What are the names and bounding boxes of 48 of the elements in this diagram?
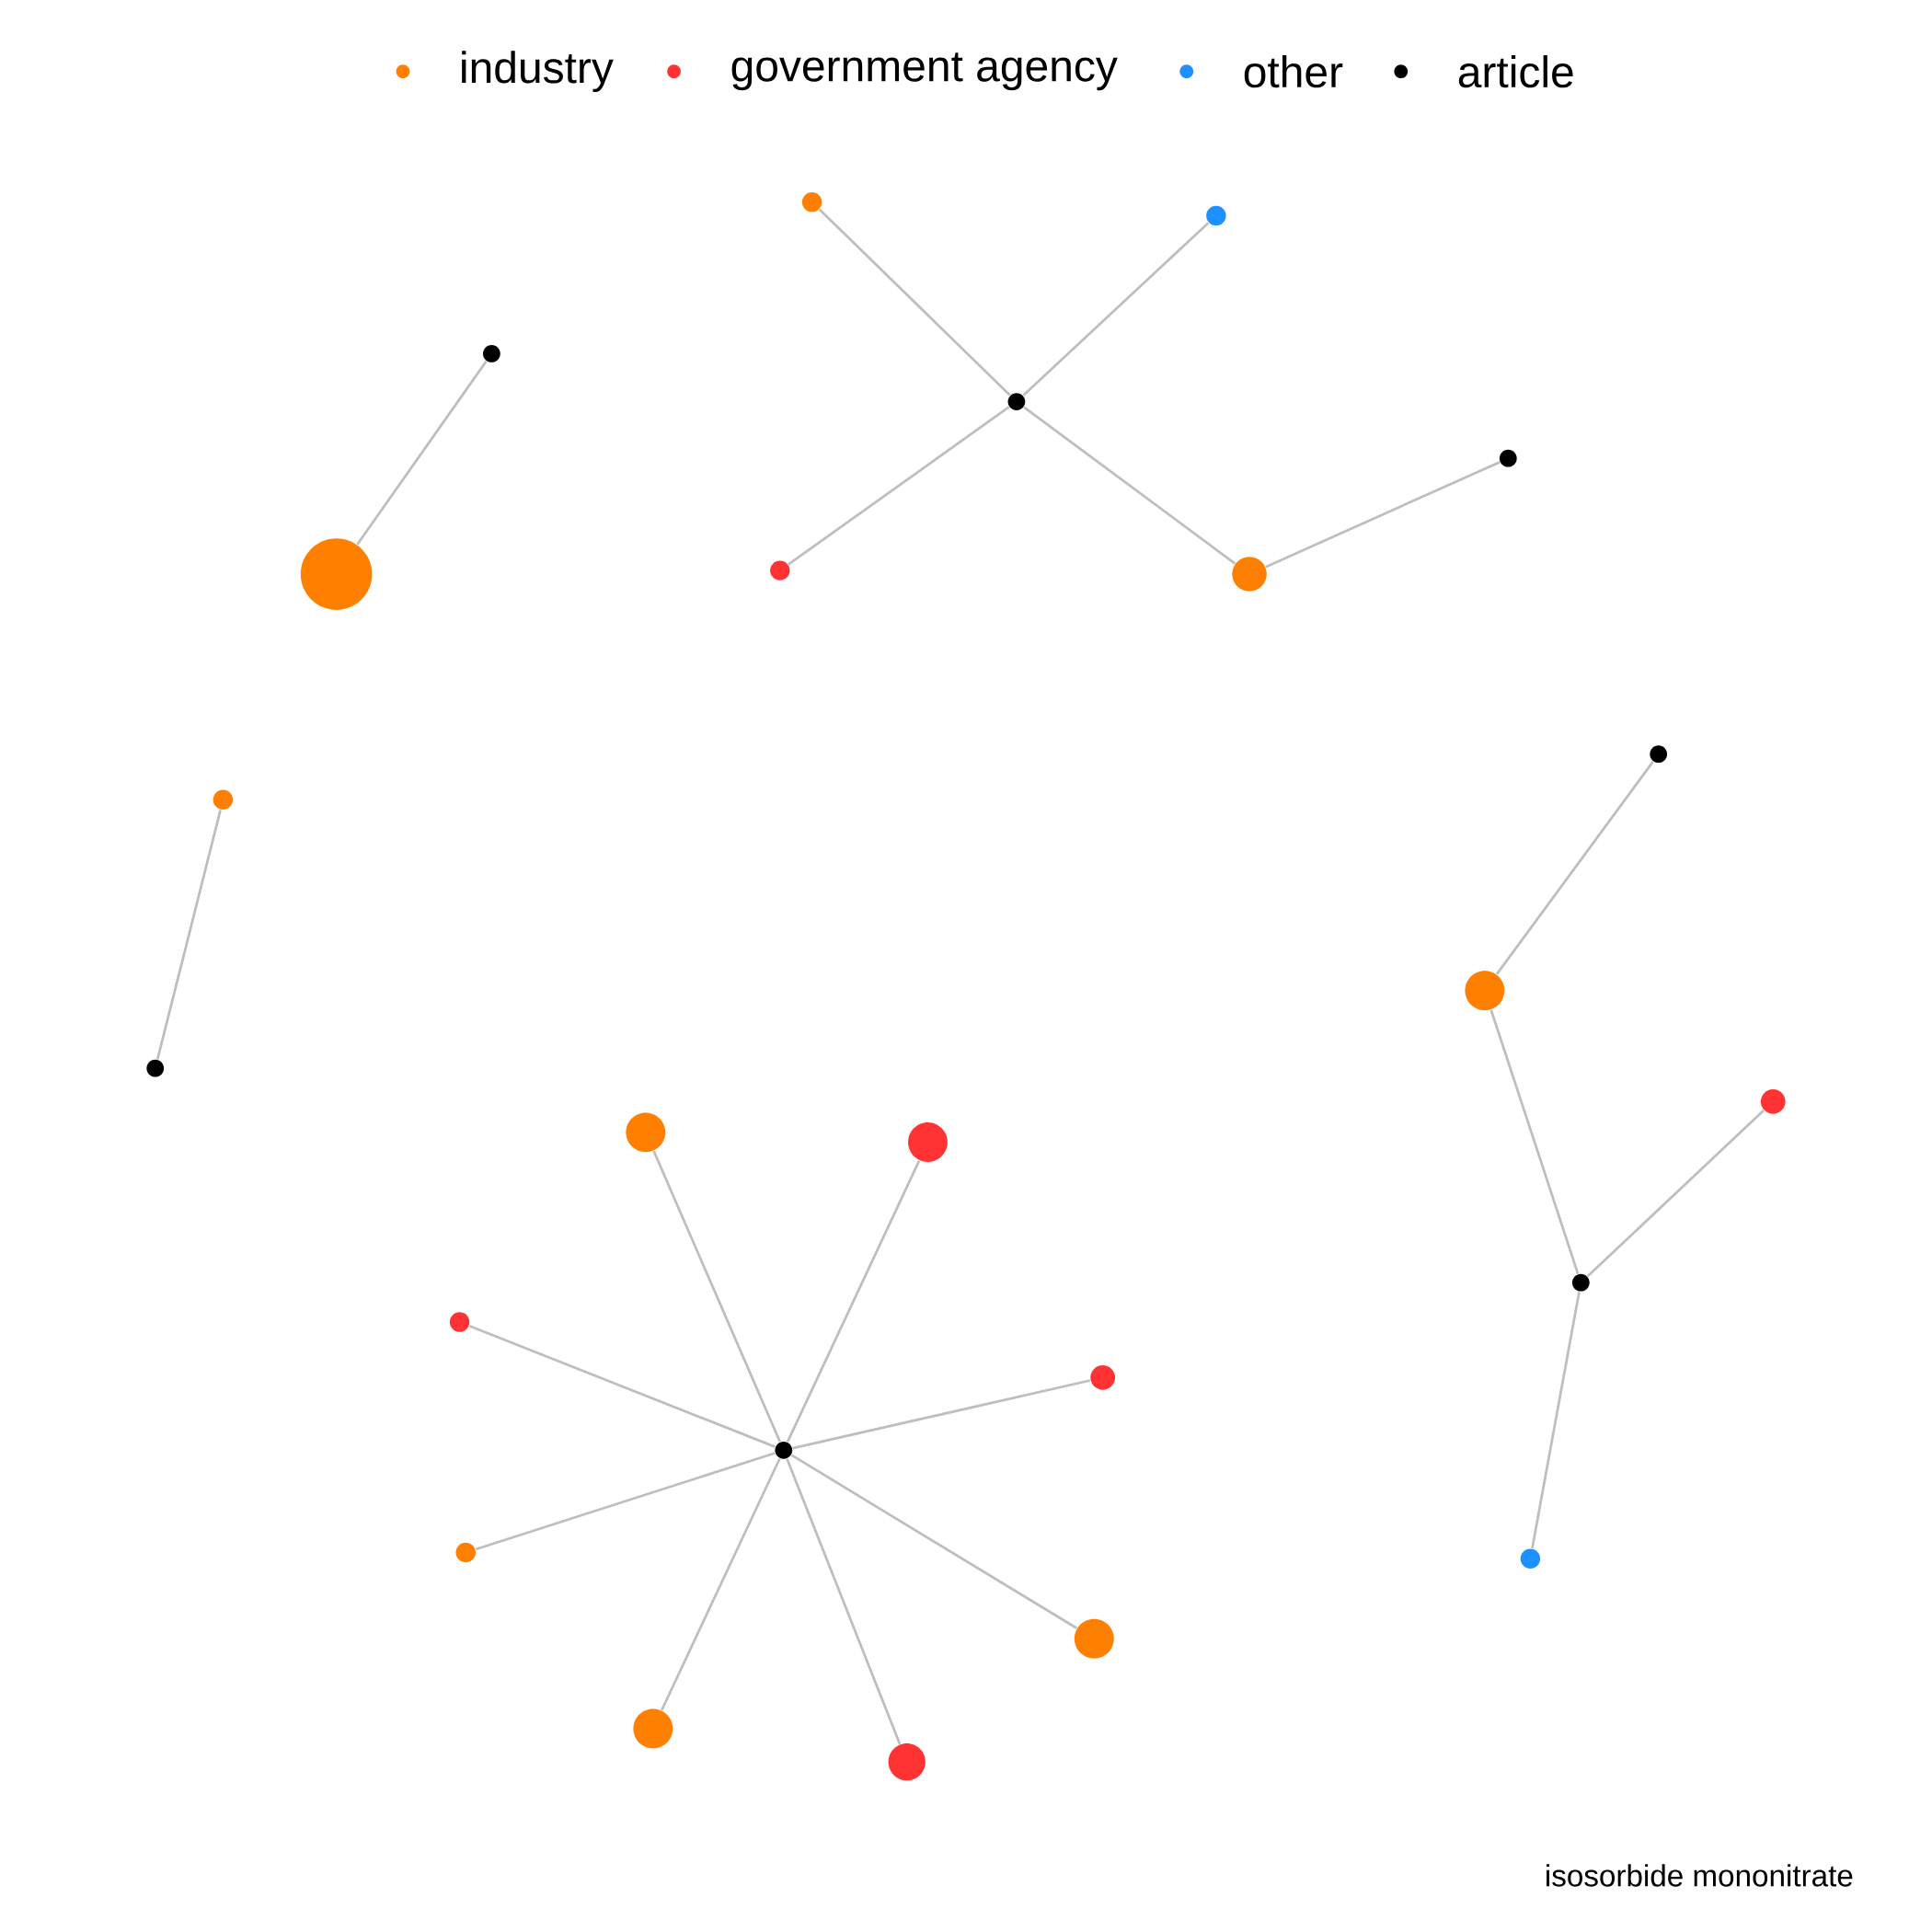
edge-line (1586, 1110, 1765, 1278)
network-node (1571, 1273, 1590, 1292)
edge-line (1023, 406, 1236, 565)
network-node (483, 345, 500, 362)
edge-line (1531, 1291, 1581, 1549)
legend-label: government agency (731, 52, 1118, 91)
edge-line (652, 1150, 782, 1443)
edge-line (1495, 761, 1654, 975)
network-node (1090, 1364, 1116, 1390)
network-node (908, 1122, 948, 1162)
edge-line (818, 208, 1011, 397)
network-node (1232, 557, 1267, 592)
edge-line (790, 1454, 1078, 1629)
network-node (213, 789, 234, 810)
legend-label: article (1458, 55, 1573, 88)
caption: isosorbide mononitrate (1547, 1864, 1853, 1887)
edge-line (788, 406, 1010, 566)
network-node (146, 1059, 165, 1077)
edge-line (155, 810, 222, 1060)
edge-line (1022, 222, 1210, 397)
network-node (888, 1743, 926, 1781)
edge-line (1489, 1009, 1580, 1275)
network-node (1499, 449, 1517, 467)
edge-line (356, 360, 488, 546)
network-node (1007, 393, 1026, 410)
edge-line (786, 1160, 921, 1443)
network-node (300, 538, 373, 610)
network-node (801, 191, 822, 213)
network-node (1650, 745, 1668, 764)
network-node (633, 1708, 673, 1749)
legend-label: other (1244, 55, 1343, 88)
network-node (455, 1542, 476, 1563)
edge-line (786, 1458, 902, 1745)
network-node (1206, 205, 1226, 226)
edge-line (468, 1325, 776, 1448)
network-node (770, 560, 790, 581)
edge-line (792, 1379, 1091, 1450)
network-node (1074, 1618, 1114, 1659)
legend-label: industry (462, 51, 614, 93)
network-node (1465, 971, 1505, 1011)
network-node (1520, 1548, 1541, 1569)
edge-line (661, 1457, 781, 1711)
network-node (626, 1112, 666, 1153)
network-node (1760, 1088, 1786, 1114)
network-node (449, 1312, 470, 1332)
edge-line (475, 1452, 776, 1551)
edge-line (1265, 461, 1501, 569)
network-node (775, 1442, 793, 1459)
